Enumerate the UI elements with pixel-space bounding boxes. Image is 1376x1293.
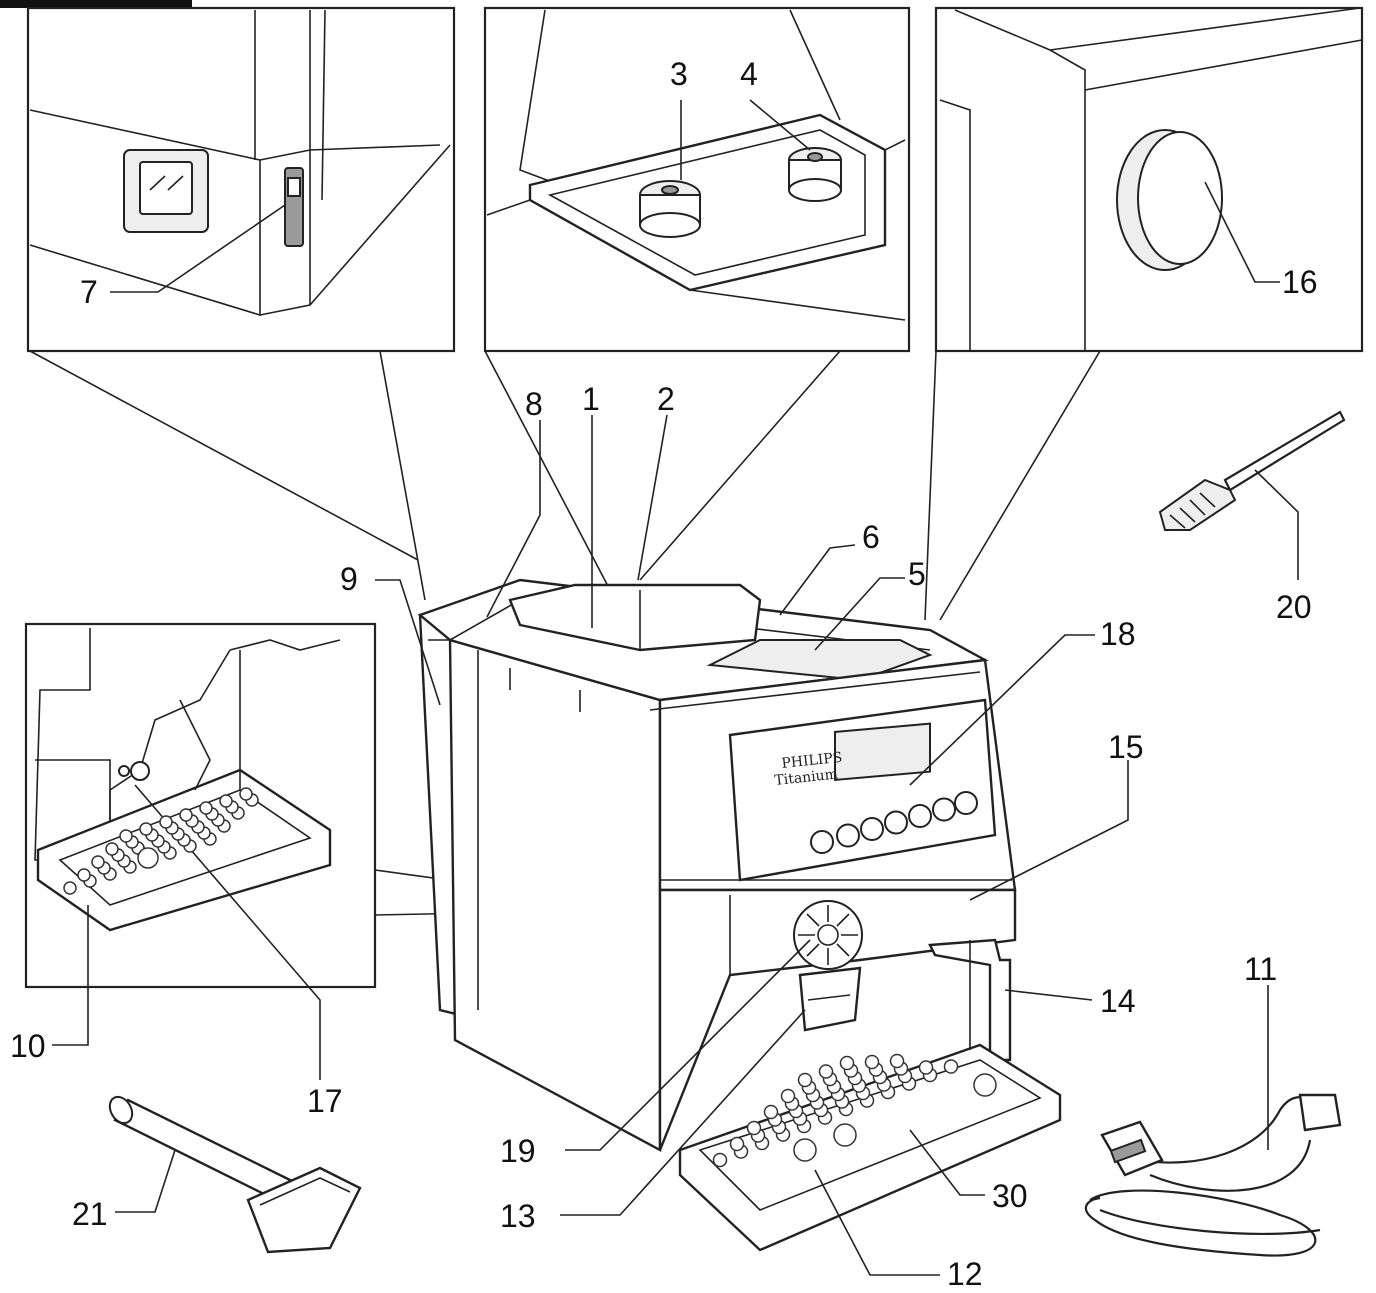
drip-tray-hole: [973, 1073, 997, 1097]
espresso-machine: [417, 578, 1062, 1252]
drip-tray-hole: [712, 1152, 728, 1168]
drip-tray-hole: [797, 1072, 813, 1088]
inset-tray-hole: [199, 801, 213, 815]
panel-button: [908, 804, 932, 828]
callout-9: 9: [340, 561, 358, 597]
steam-pipe: [928, 938, 1012, 1062]
callout-4: 4: [740, 56, 758, 92]
callout-7: 7: [80, 274, 98, 310]
callout-11: 11: [1244, 951, 1277, 987]
callout-13: 13: [500, 1198, 536, 1234]
panel-button: [836, 823, 860, 848]
panel-brand-small: PHILIPS: [781, 750, 843, 772]
drip-tray-hole: [746, 1120, 762, 1136]
inset-tray-hole: [105, 842, 119, 856]
drip-tray-hole: [864, 1054, 880, 1070]
inset-tray-hole: [91, 855, 105, 869]
measuring-scoop: [108, 1095, 362, 1254]
callout-14: 14: [1100, 983, 1136, 1019]
callout-8: 8: [525, 386, 543, 422]
drip-tray-hole: [818, 1064, 834, 1079]
callout-6: 6: [862, 519, 880, 555]
drip-tray-hole: [729, 1136, 745, 1152]
panel-buttons: [810, 791, 978, 854]
panel-button: [810, 830, 834, 854]
inset-tray-hole: [179, 808, 193, 822]
panel-brand: Titanium: [774, 766, 839, 789]
bean-hopper-lid: [508, 583, 762, 652]
power-cord: [1084, 985, 1342, 1257]
inset-bean-hopper: [483, 6, 911, 353]
inset-tray-hole: [137, 847, 159, 869]
panel-button: [884, 810, 908, 835]
callout-12: 12: [947, 1256, 983, 1292]
callout-18: 18: [1100, 616, 1136, 652]
drip-tray-hole: [839, 1055, 855, 1071]
callout-numbers: 7 3 4 16 8 1 2 6 5 9 20 18 15 11 14 10 1…: [10, 56, 1318, 1292]
callout-30: 30: [992, 1178, 1028, 1214]
inset-brew-group: [24, 622, 377, 1080]
drip-tray-hole: [918, 1060, 934, 1075]
inset-knob: [934, 6, 1364, 353]
inset-power-socket: [26, 6, 456, 353]
drip-tray: [678, 1043, 1062, 1252]
drip-tray-hole: [793, 1138, 817, 1162]
front-lower: [658, 888, 1017, 1151]
callout-3: 3: [670, 56, 688, 92]
inset-tray-hole: [63, 881, 77, 895]
inset-tray-hole: [159, 815, 173, 829]
panel-button: [932, 797, 956, 822]
callout-19: 19: [500, 1133, 536, 1169]
cleaning-brush: [1158, 410, 1346, 580]
panel-button: [860, 817, 884, 841]
leader-lines: [375, 414, 1129, 1276]
display: [834, 722, 931, 782]
callout-15: 15: [1108, 729, 1144, 765]
drip-tray-holes: [712, 1053, 997, 1168]
corner-tab: [0, 0, 192, 8]
drip-tray-hole: [889, 1053, 905, 1069]
drip-tray-hole: [780, 1088, 796, 1104]
callout-10: 10: [10, 1028, 46, 1064]
callout-17: 17: [307, 1083, 343, 1119]
inset-tray-holes: [63, 787, 259, 895]
callout-20: 20: [1276, 589, 1312, 625]
callout-21: 21: [72, 1196, 108, 1232]
inset-tray-hole: [77, 868, 91, 882]
drip-tray-hole: [763, 1104, 779, 1120]
coffee-dispenser: [798, 966, 862, 1032]
rotary-dial: [793, 900, 863, 970]
panel-button: [954, 791, 978, 815]
inset-tray-hole: [219, 794, 233, 808]
inset-pointers: [29, 350, 1101, 916]
inset-tray-hole: [239, 787, 253, 801]
inset-tray-hole: [119, 829, 133, 843]
callout-5: 5: [908, 556, 926, 592]
drip-tray-hole: [943, 1059, 959, 1074]
inset-tray-hole: [139, 822, 153, 836]
callout-1: 1: [582, 381, 600, 417]
callout-2: 2: [657, 381, 675, 417]
callout-16: 16: [1282, 264, 1318, 300]
drip-tray-hole: [833, 1123, 857, 1147]
